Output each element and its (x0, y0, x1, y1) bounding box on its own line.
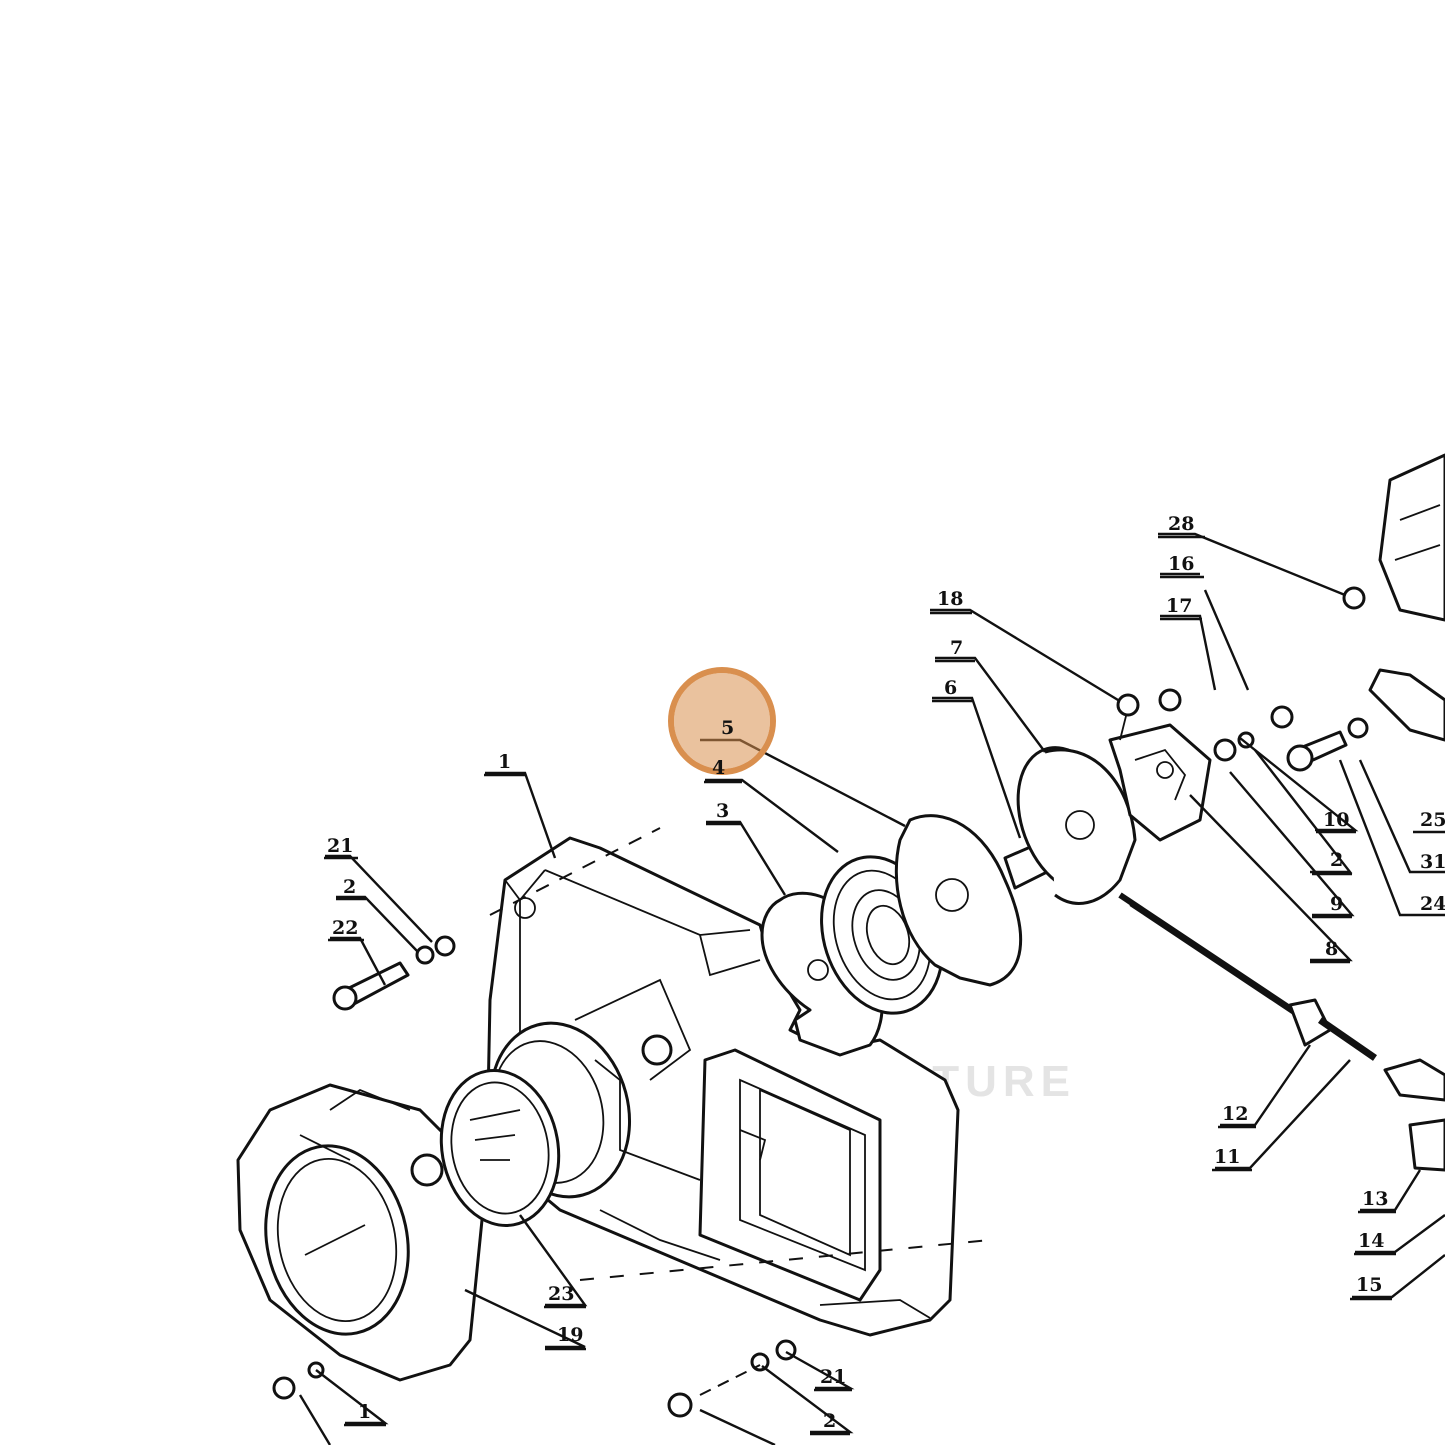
callout-25[interactable]: 25 (1420, 809, 1445, 831)
callout-21-bottom[interactable]: 21 (820, 1366, 846, 1388)
callout-22[interactable]: 22 (332, 917, 358, 939)
callout-8[interactable]: 8 (1325, 938, 1338, 960)
handle-assembly (1368, 453, 1445, 1172)
callout-24[interactable]: 24 (1420, 893, 1445, 915)
center-lines (489, 827, 991, 1396)
callout-2-bottom[interactable]: 2 (823, 1410, 836, 1432)
callout-21[interactable]: 21 (327, 835, 353, 857)
flange-disc (894, 814, 1023, 987)
callout-2-right[interactable]: 2 (1330, 849, 1343, 871)
callout-18[interactable]: 18 (937, 588, 963, 610)
leader-lines (298, 532, 1445, 1447)
bearing-collar (236, 1083, 487, 1382)
callout-11[interactable]: 11 (1214, 1146, 1240, 1168)
callout-15[interactable]: 15 (1356, 1274, 1382, 1296)
callout-3[interactable]: 3 (716, 800, 729, 822)
callout-28[interactable]: 28 (1168, 513, 1194, 535)
callout-labels: 28 16 17 18 7 6 5 4 3 1 21 2 22 10 2 9 8… (327, 513, 1445, 1432)
callout-5[interactable]: 5 (721, 717, 734, 739)
highlight-circle[interactable] (668, 667, 776, 775)
fasteners (272, 586, 1369, 1418)
callout-19[interactable]: 19 (557, 1324, 583, 1346)
callout-7[interactable]: 7 (950, 637, 963, 659)
callout-2[interactable]: 2 (343, 876, 356, 898)
callout-12[interactable]: 12 (1222, 1103, 1248, 1125)
drive-cable (1118, 892, 1377, 1061)
callout-underlines (324, 535, 1396, 1436)
callout-4[interactable]: 4 (712, 757, 725, 779)
callout-10[interactable]: 10 (1323, 809, 1349, 831)
callout-23[interactable]: 23 (548, 1283, 574, 1305)
callout-17[interactable]: 17 (1166, 595, 1192, 617)
callout-6[interactable]: 6 (944, 677, 957, 699)
callout-13[interactable]: 13 (1362, 1188, 1388, 1210)
callout-1-bottom[interactable]: 1 (358, 1401, 371, 1423)
pulley-shaft (1003, 688, 1212, 905)
callout-14[interactable]: 14 (1358, 1230, 1384, 1252)
callout-31[interactable]: 31 (1420, 851, 1445, 873)
callout-16[interactable]: 16 (1168, 553, 1194, 575)
seal-ring (439, 1069, 561, 1227)
callout-1[interactable]: 1 (498, 751, 511, 773)
callout-9[interactable]: 9 (1330, 893, 1343, 915)
highlight-fill (674, 673, 770, 769)
